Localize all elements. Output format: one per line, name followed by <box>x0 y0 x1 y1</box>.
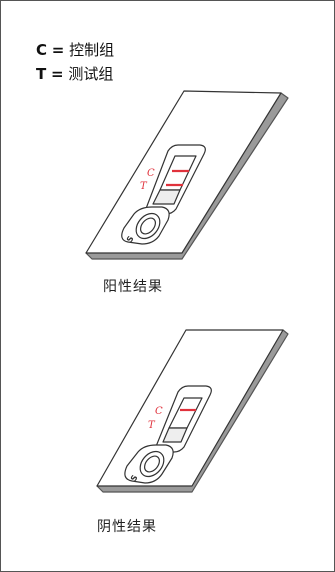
legend-control-key: C <box>36 41 48 59</box>
c-label-negative: C <box>155 406 163 417</box>
legend-control-row: C = 控制组 <box>36 38 114 62</box>
sample-well-inner <box>140 217 156 235</box>
t-label-negative: T <box>148 420 156 431</box>
legend-test-eq: = <box>51 65 64 83</box>
window-bottom <box>162 427 188 443</box>
positive-result-caption: 阳性结果 <box>103 279 163 295</box>
t-label-positive: T <box>140 181 148 192</box>
negative-result-caption: 阴性结果 <box>97 519 157 535</box>
legend-test-row: T = 测试组 <box>36 62 114 86</box>
legend-test-key: T <box>36 65 47 83</box>
legend-control-eq: = <box>51 41 65 59</box>
c-label-positive: C <box>147 168 155 179</box>
s-label-negative: S <box>129 473 140 483</box>
positive-cassette <box>85 90 289 260</box>
legend: C = 控制组 T = 测试组 <box>36 38 114 86</box>
sample-well-inner <box>144 455 160 473</box>
legend-test-text: 测试组 <box>68 65 114 83</box>
s-label-positive: S <box>125 234 136 244</box>
legend-control-text: 控制组 <box>69 41 115 59</box>
window-bottom <box>152 189 181 205</box>
